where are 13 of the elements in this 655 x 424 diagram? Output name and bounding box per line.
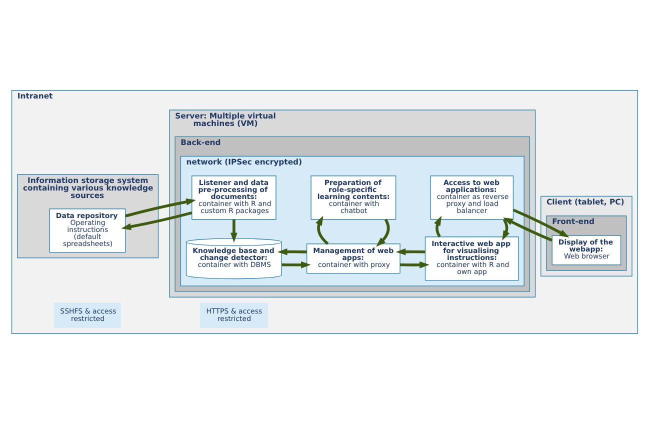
arrow	[121, 211, 192, 230]
arrow	[376, 218, 390, 247]
arrow	[277, 248, 307, 256]
arrow	[400, 261, 430, 268]
arrow	[124, 198, 196, 218]
arrow	[282, 261, 311, 268]
arrow	[230, 220, 238, 243]
arrow	[502, 218, 510, 240]
arrow	[434, 216, 442, 238]
arrow	[396, 248, 426, 256]
arrow	[512, 208, 570, 238]
arrow	[503, 217, 553, 242]
arrow	[316, 216, 329, 245]
